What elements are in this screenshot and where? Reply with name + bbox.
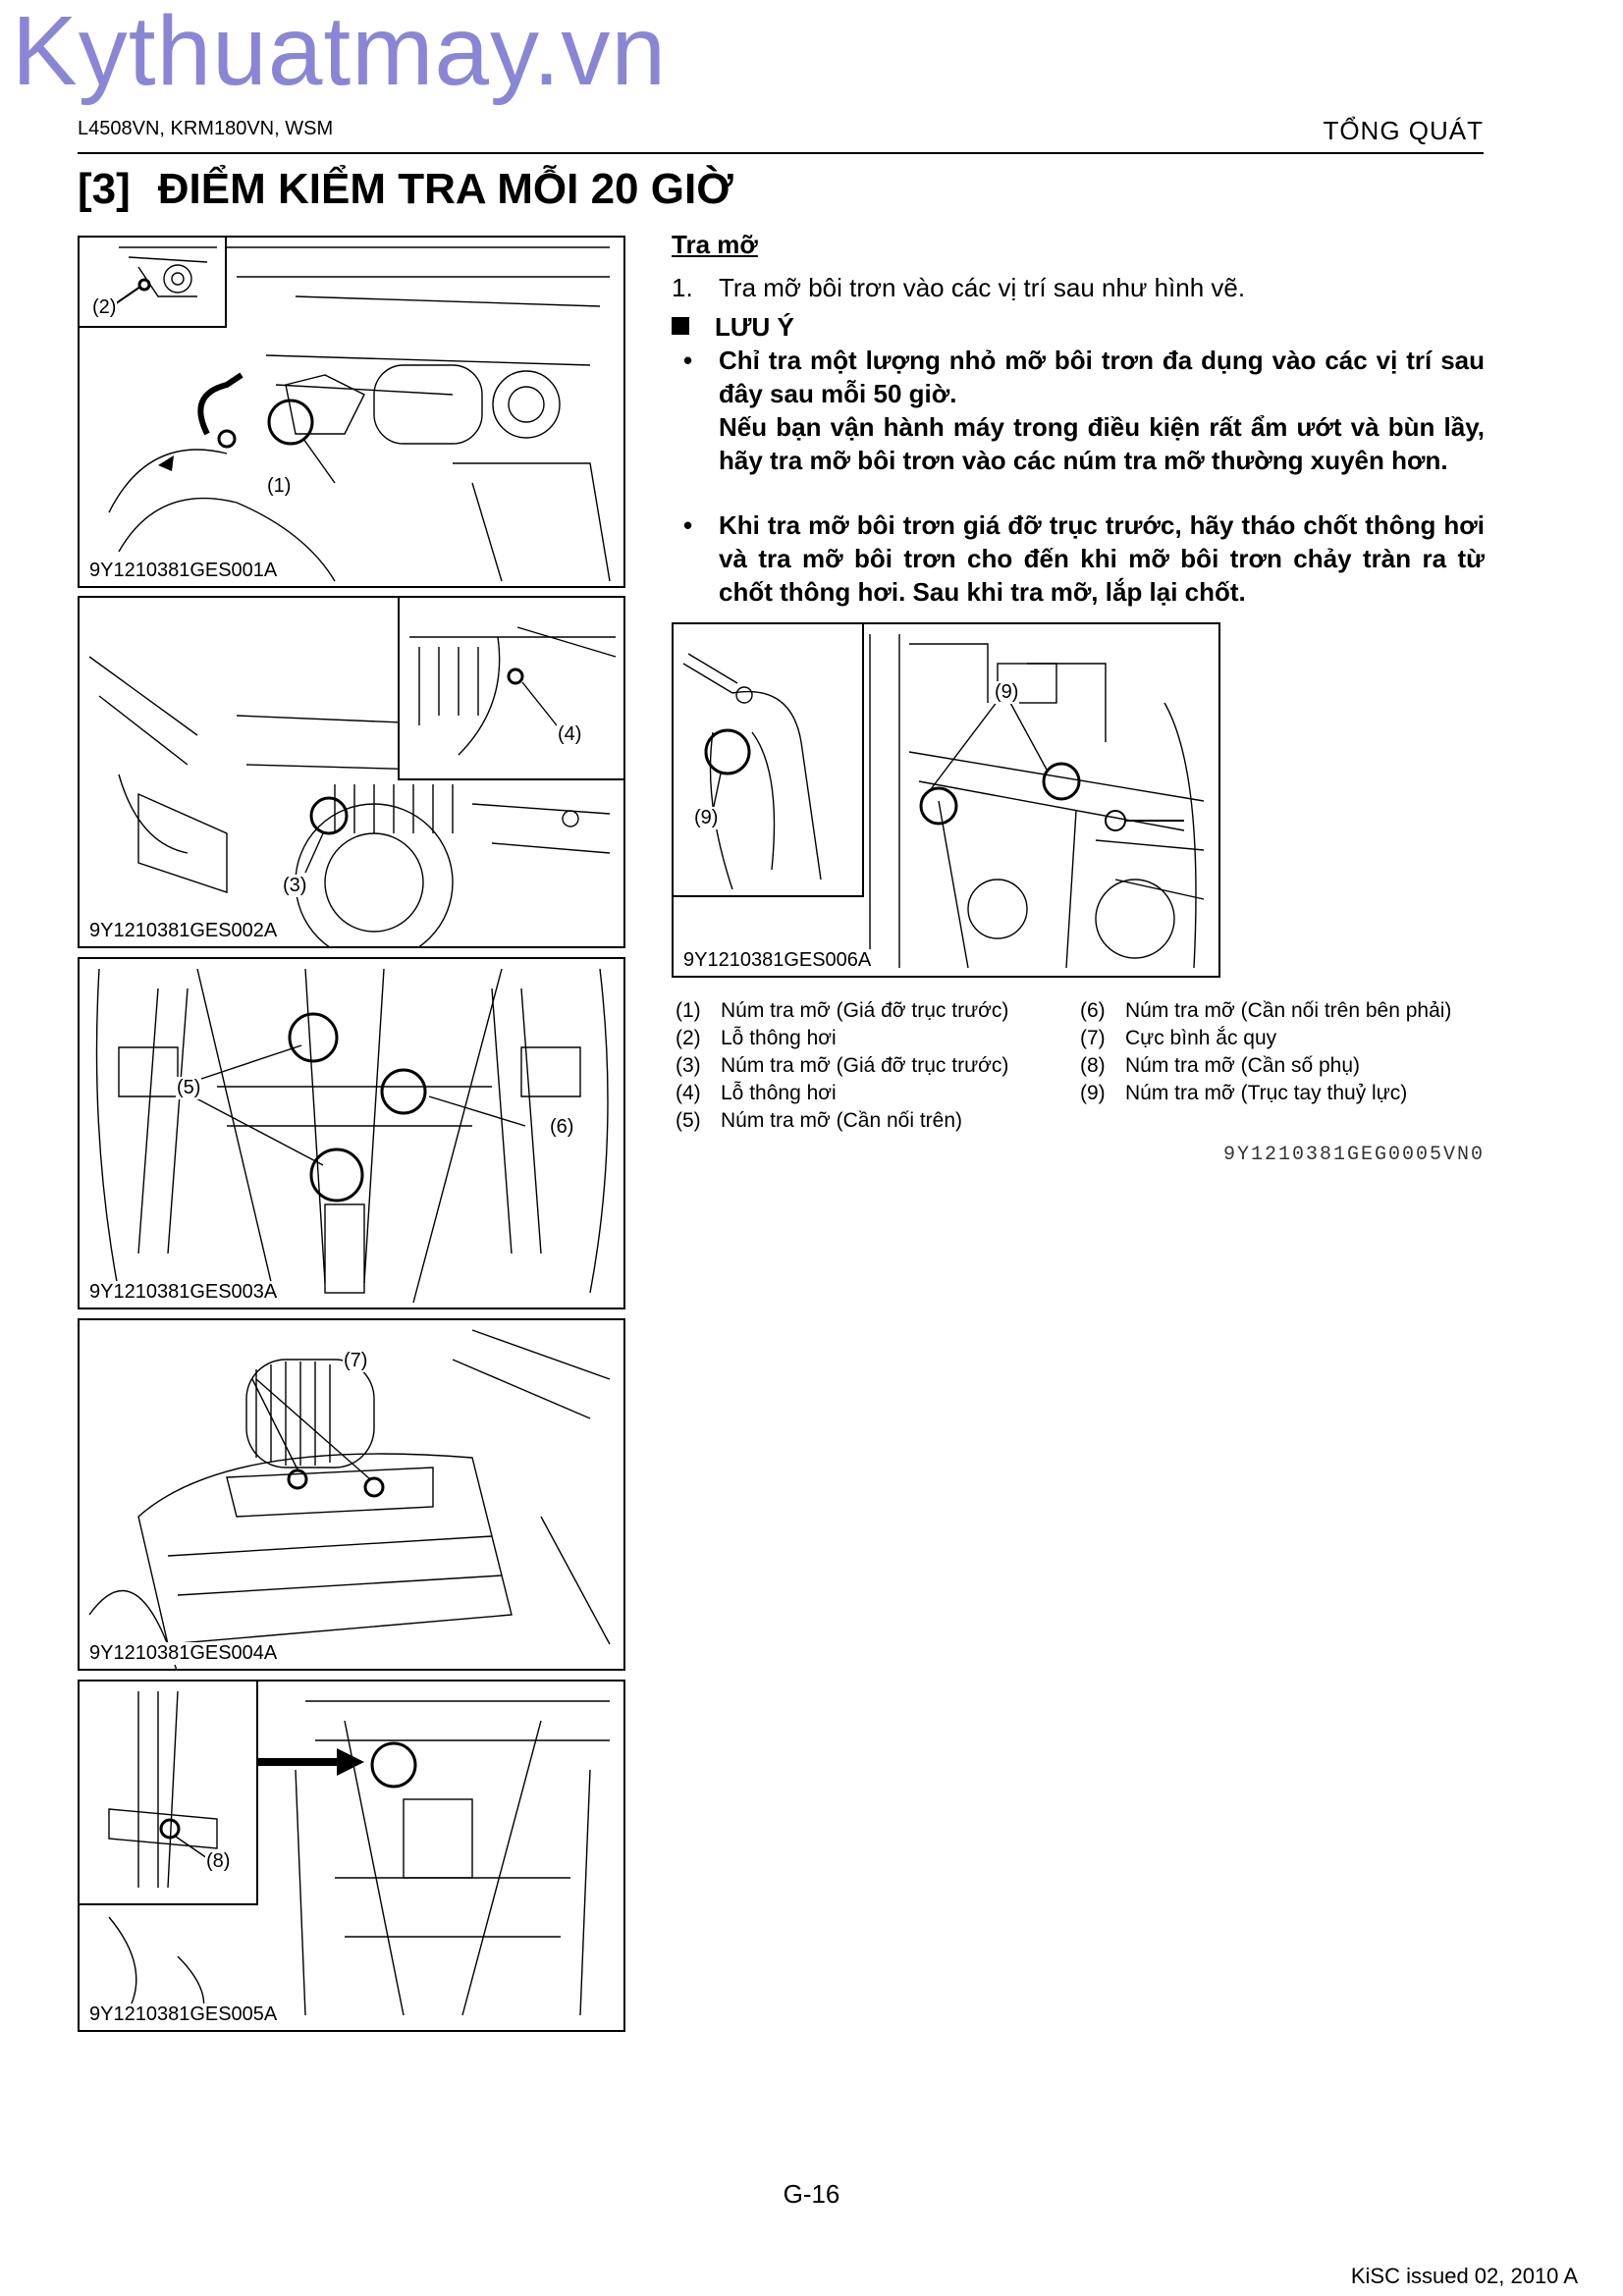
header-rule [78,152,1484,154]
legend-item: (5)Núm tra mỡ (Cần nối trên) [676,1109,963,1132]
header-models: L4508VN, KRM180VN, WSM [78,118,334,139]
watermark-logo: Kythuatmay.vn [12,0,668,106]
figure-2-code: 9Y1210381GES002A [87,920,280,942]
note-label: LƯU Ý [715,312,794,342]
figure-6-inset: (9) [674,624,864,897]
note-heading: LƯU Ý [672,312,794,343]
header-section: TỔNG QUÁT [1323,116,1484,145]
legend-left: (1)Núm tra mỡ (Giá đỡ trục trước) (2)Lỗ … [676,997,1008,1135]
section-heading: ĐIỂM KIỂM TRA MỖI 20 GIỜ [157,165,733,213]
section-title: [3] ĐIỂM KIỂM TRA MỖI 20 GIỜ [78,165,733,214]
figure-4-drawing [88,1329,611,1669]
figure-6-code: 9Y1210381GES006A [681,949,874,972]
figure-5-callout-8: (8) [205,1850,232,1873]
figure-5: (8) 9Y1210381GES005A [78,1680,625,2032]
figure-6-callout-9b: (9) [994,681,1020,704]
figure-6-drawing [869,634,1205,969]
figure-1-callout-2: (2) [91,296,118,319]
figure-3-code: 9Y1210381GES003A [87,1281,280,1304]
figure-5-code: 9Y1210381GES005A [87,2003,280,2026]
figure-2-inset: (4) [398,598,623,780]
figure-4-callout-7: (7) [343,1350,369,1372]
document-code: 9Y1210381GEG0005VN0 [1222,1144,1485,1166]
issued-note: KiSC issued 02, 2010 A [1350,2264,1578,2288]
step-1: 1. Tra mỡ bôi trơn vào các vị trí sau như… [672,273,1245,303]
figure-6: (9) (9) 9Y1210381GES006A [672,622,1220,978]
step-text: Tra mỡ bôi trơn vào các vị trí sau như h… [719,273,1246,302]
figure-1-code: 9Y1210381GES001A [87,560,280,582]
legend-item: (3)Núm tra mỡ (Giá đỡ trục trước) [676,1054,1009,1077]
legend-item: (8)Núm tra mỡ (Cần số phụ) [1080,1054,1361,1077]
legend-item: (1)Núm tra mỡ (Giá đỡ trục trước) [676,999,1009,1022]
legend-item: (7)Cực bình ắc quy [1080,1027,1277,1049]
figure-5-drawing [108,1700,610,2026]
section-number: [3] [78,165,131,213]
legend-item: (6)Núm tra mỡ (Cần nối trên bên phải) [1080,999,1452,1022]
bullet-dot-icon: • [683,346,693,375]
figure-3-callout-6: (6) [549,1116,575,1139]
subtitle-grease: Tra mỡ [672,230,758,259]
figure-2-callout-4: (4) [557,723,583,746]
figure-3-drawing [95,968,609,1304]
page-number: G-16 [783,2179,840,2209]
figure-1: (2) (1) 9Y1210381GES001A [78,236,625,588]
figure-1-drawing [108,246,611,582]
note-bullet-2: • Khi tra mỡ bôi trơn giá đỡ trục trước,… [683,508,1485,609]
figure-5-inset: (8) [80,1682,258,1905]
figure-2: (4) (3) 9Y1210381GES002A [78,596,625,948]
step-number: 1. [672,273,693,302]
bullet-dot-icon: • [683,510,693,540]
figure-3: (5) (6) 9Y1210381GES003A [78,957,625,1309]
note-bullet-1-text: Chỉ tra một lượng nhỏ mỡ bôi trơn đa dụn… [719,346,1485,408]
note-bullet-1-extra: Nếu bạn vận hành máy trong điều kiện rất… [719,412,1485,475]
figure-1-inset: (2) [80,238,227,328]
note-bullet-1: • Chỉ tra một lượng nhỏ mỡ bôi trơn đa d… [683,344,1485,477]
figure-3-callout-5: (5) [176,1077,202,1099]
figure-6-callout-9a: (9) [693,807,720,829]
legend-item: (9)Núm tra mỡ (Trục tay thuỷ lực) [1080,1082,1408,1104]
figure-4-code: 9Y1210381GES004A [87,1642,280,1665]
square-bullet-icon [672,317,689,335]
legend-right: (6)Núm tra mỡ (Cần nối trên bên phải) (7… [1080,997,1451,1107]
figure-1-callout-1: (1) [266,475,293,498]
figure-2-callout-3: (3) [282,875,308,897]
note-bullet-2-text: Khi tra mỡ bôi trơn giá đỡ trục trước, h… [719,510,1485,607]
legend-item: (4)Lỗ thông hơi [676,1082,837,1104]
figure-4: (7) 9Y1210381GES004A [78,1318,625,1671]
legend-item: (2)Lỗ thông hơi [676,1027,837,1049]
